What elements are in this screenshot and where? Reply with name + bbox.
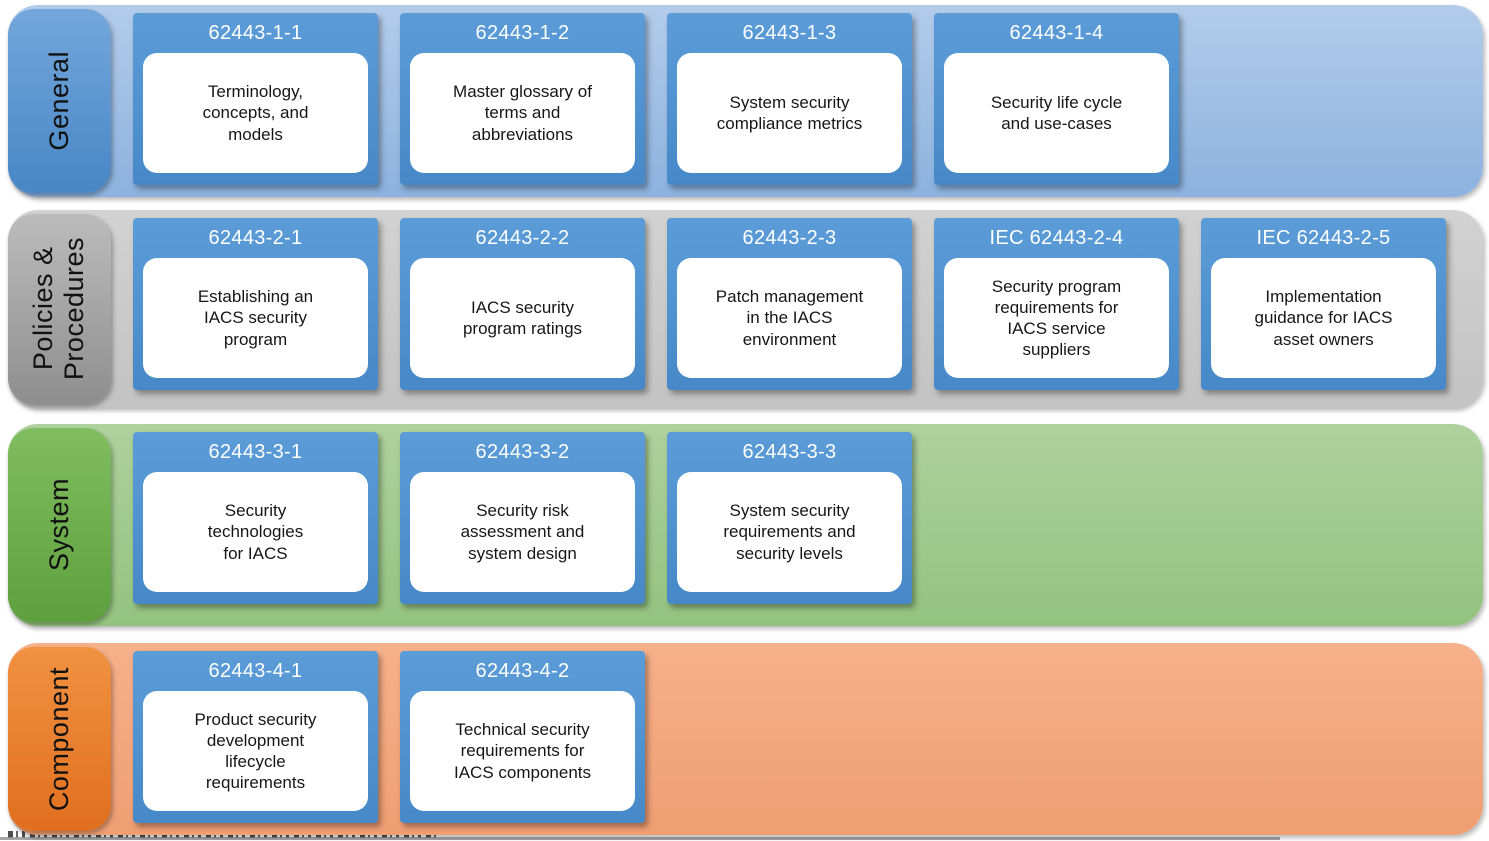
standard-card-body: Implementation guidance for IACS asset o… xyxy=(1211,258,1436,378)
row-label-policies-procedures: Policies & Procedures xyxy=(8,214,111,404)
card-iec-62443-2-5: IEC 62443-2-5 Implementation guidance fo… xyxy=(1201,218,1446,390)
standard-card-code: 62443-2-1 xyxy=(208,226,303,249)
standard-card-code: IEC 62443-2-4 xyxy=(989,226,1124,249)
row-band-component: Component 62443-4-1 Product security dev… xyxy=(8,643,1483,835)
standard-card-code: IEC 62443-2-5 xyxy=(1256,226,1391,249)
card-iec-62443-2-4: IEC 62443-2-4 Security program requireme… xyxy=(934,218,1179,390)
standard-card-title: Security life cycle and use-cases xyxy=(990,92,1123,133)
standard-card-code: 62443-2-3 xyxy=(742,226,837,249)
row-label-text: Policies & Procedures xyxy=(28,237,90,381)
standard-card-code: 62443-2-2 xyxy=(475,226,570,249)
card-62443-1-2: 62443-1-2 Master glossary of terms and a… xyxy=(400,13,645,185)
standard-card-title: Technical security requirements for IACS… xyxy=(453,720,591,782)
card-62443-1-4: 62443-1-4 Security life cycle and use-ca… xyxy=(934,13,1179,185)
standard-card-title: Establishing an IACS security program xyxy=(197,287,314,349)
standard-card-code: 62443-4-1 xyxy=(208,659,303,682)
row-label-general: General xyxy=(8,9,111,193)
standard-card-code: 62443-1-3 xyxy=(742,21,837,44)
standard-card-body: Security technologies for IACS xyxy=(143,472,368,592)
row-label-text: System xyxy=(43,478,74,572)
row-label-text: Component xyxy=(43,666,74,812)
standard-card-title: System security compliance metrics xyxy=(716,92,863,133)
card-62443-4-2: 62443-4-2 Technical security requirement… xyxy=(400,651,645,823)
standard-card-body: Security program requirements for IACS s… xyxy=(944,258,1169,378)
standard-card-title: IACS security program ratings xyxy=(462,297,583,338)
standard-card-body: Establishing an IACS security program xyxy=(143,258,368,378)
standard-card-body: Security risk assessment and system desi… xyxy=(410,472,635,592)
standard-card-title: Patch management in the IACS environment xyxy=(715,287,864,349)
standard-card-body: Master glossary of terms and abbreviatio… xyxy=(410,53,635,173)
standard-card-body: System security compliance metrics xyxy=(677,53,902,173)
standard-card-title: Master glossary of terms and abbreviatio… xyxy=(453,82,592,144)
row-band-general: General 62443-1-1 Terminology, concepts,… xyxy=(8,5,1483,197)
row-band-system: System 62443-3-1 Security technologies f… xyxy=(8,424,1483,626)
cropped-rule-artifact xyxy=(0,837,1280,840)
standard-card-code: 62443-1-2 xyxy=(475,21,570,44)
row-band-policies-procedures: Policies & Procedures 62443-2-1 Establis… xyxy=(8,210,1483,408)
row-label-component: Component xyxy=(8,647,111,831)
standard-card-title: System security requirements and securit… xyxy=(723,501,856,563)
standard-card-code: 62443-1-1 xyxy=(208,21,303,44)
row-label-text: General xyxy=(43,51,74,151)
card-62443-3-1: 62443-3-1 Security technologies for IACS xyxy=(133,432,378,604)
standard-card-title: Terminology, concepts, and models xyxy=(202,82,309,144)
standard-card-body: Security life cycle and use-cases xyxy=(944,53,1169,173)
card-62443-1-1: 62443-1-1 Terminology, concepts, and mod… xyxy=(133,13,378,185)
row-label-system: System xyxy=(8,428,111,622)
standard-card-code: 62443-1-4 xyxy=(1009,21,1104,44)
standard-card-code: 62443-4-2 xyxy=(475,659,570,682)
standard-card-body: Technical security requirements for IACS… xyxy=(410,691,635,811)
standard-card-body: Terminology, concepts, and models xyxy=(143,53,368,173)
standard-card-code: 62443-3-1 xyxy=(208,440,303,463)
standard-card-code: 62443-3-3 xyxy=(742,440,837,463)
card-62443-3-2: 62443-3-2 Security risk assessment and s… xyxy=(400,432,645,604)
card-62443-2-2: 62443-2-2 IACS security program ratings xyxy=(400,218,645,390)
standard-card-title: Product security development lifecycle r… xyxy=(194,709,317,793)
card-62443-3-3: 62443-3-3 System security requirements a… xyxy=(667,432,912,604)
card-62443-2-1: 62443-2-1 Establishing an IACS security … xyxy=(133,218,378,390)
standard-card-body: System security requirements and securit… xyxy=(677,472,902,592)
card-62443-2-3: 62443-2-3 Patch management in the IACS e… xyxy=(667,218,912,390)
standard-card-body: Patch management in the IACS environment xyxy=(677,258,902,378)
standard-card-code: 62443-3-2 xyxy=(475,440,570,463)
standard-card-title: Implementation guidance for IACS asset o… xyxy=(1254,287,1393,349)
standard-card-title: Security program requirements for IACS s… xyxy=(991,276,1122,360)
standard-card-title: Security risk assessment and system desi… xyxy=(460,501,585,563)
standard-card-body: IACS security program ratings xyxy=(410,258,635,378)
card-62443-4-1: 62443-4-1 Product security development l… xyxy=(133,651,378,823)
standard-card-title: Security technologies for IACS xyxy=(207,501,304,563)
standard-card-body: Product security development lifecycle r… xyxy=(143,691,368,811)
card-62443-1-3: 62443-1-3 System security compliance met… xyxy=(667,13,912,185)
